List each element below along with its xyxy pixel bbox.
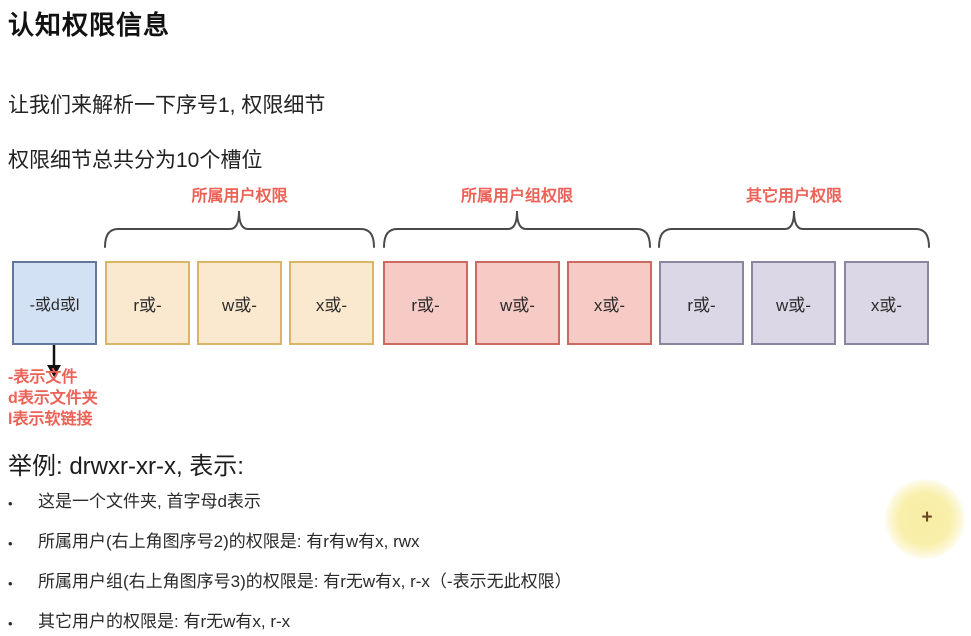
file-type-legend: -表示文件 d表示文件夹 l表示软链接 xyxy=(8,367,98,430)
brace-others-icon xyxy=(658,210,930,248)
intro-line-2: 权限细节总共分为10个槽位 xyxy=(8,149,263,172)
bullet-text: 这是一个文件夹, 首字母d表示 xyxy=(38,492,261,511)
bullet-text: 所属用户组(右上角图序号3)的权限是: 有r无w有x, r-x（-表示无此权限） xyxy=(38,572,572,591)
legend-line-link: l表示软链接 xyxy=(8,411,93,428)
slot-others-w: w或- xyxy=(751,261,836,345)
list-item: • 其它用户的权限是: 有r无w有x, r-x xyxy=(8,613,908,633)
slot-owner-w: w或- xyxy=(197,261,282,345)
slot-group-r: r或- xyxy=(383,261,468,345)
slot-group-x: x或- xyxy=(567,261,652,345)
slot-owner-x: x或- xyxy=(289,261,374,345)
group-label-owner: 所属用户权限 xyxy=(191,188,288,205)
cursor-highlight: + xyxy=(885,479,965,559)
slot-others-r: r或- xyxy=(659,261,744,345)
list-item: • 这是一个文件夹, 首字母d表示 xyxy=(8,493,908,513)
bullet-icon: • xyxy=(8,616,13,631)
cursor-crosshair-icon: + xyxy=(921,507,933,528)
bullet-icon: • xyxy=(8,536,13,551)
legend-line-file: -表示文件 xyxy=(8,369,78,386)
bullet-text: 其它用户的权限是: 有r无w有x, r-x xyxy=(38,612,291,631)
group-label-others: 其它用户权限 xyxy=(745,188,842,205)
group-label-group: 所属用户组权限 xyxy=(460,188,573,205)
example-bullet-list: • 这是一个文件夹, 首字母d表示 • 所属用户(右上角图序号2)的权限是: 有… xyxy=(8,493,908,636)
bullet-icon: • xyxy=(8,496,13,511)
bullet-icon: • xyxy=(8,576,13,591)
bullet-text: 所属用户(右上角图序号2)的权限是: 有r有w有x, rwx xyxy=(38,532,420,551)
list-item: • 所属用户组(右上角图序号3)的权限是: 有r无w有x, r-x（-表示无此权… xyxy=(8,573,908,593)
slot-others-x: x或- xyxy=(844,261,929,345)
slot-owner-r: r或- xyxy=(105,261,190,345)
example-heading: 举例: drwxr-xr-x, 表示: xyxy=(8,453,244,480)
slot-group-w: w或- xyxy=(475,261,560,345)
list-item: • 所属用户(右上角图序号2)的权限是: 有r有w有x, rwx xyxy=(8,533,908,553)
page-title: 认知权限信息 xyxy=(8,10,171,40)
slot-file-type: -或d或l xyxy=(12,261,97,345)
legend-line-dir: d表示文件夹 xyxy=(8,390,98,407)
intro-line-1: 让我们来解析一下序号1, 权限细节 xyxy=(8,94,326,117)
brace-group-icon xyxy=(383,210,651,248)
brace-owner-icon xyxy=(104,210,375,248)
